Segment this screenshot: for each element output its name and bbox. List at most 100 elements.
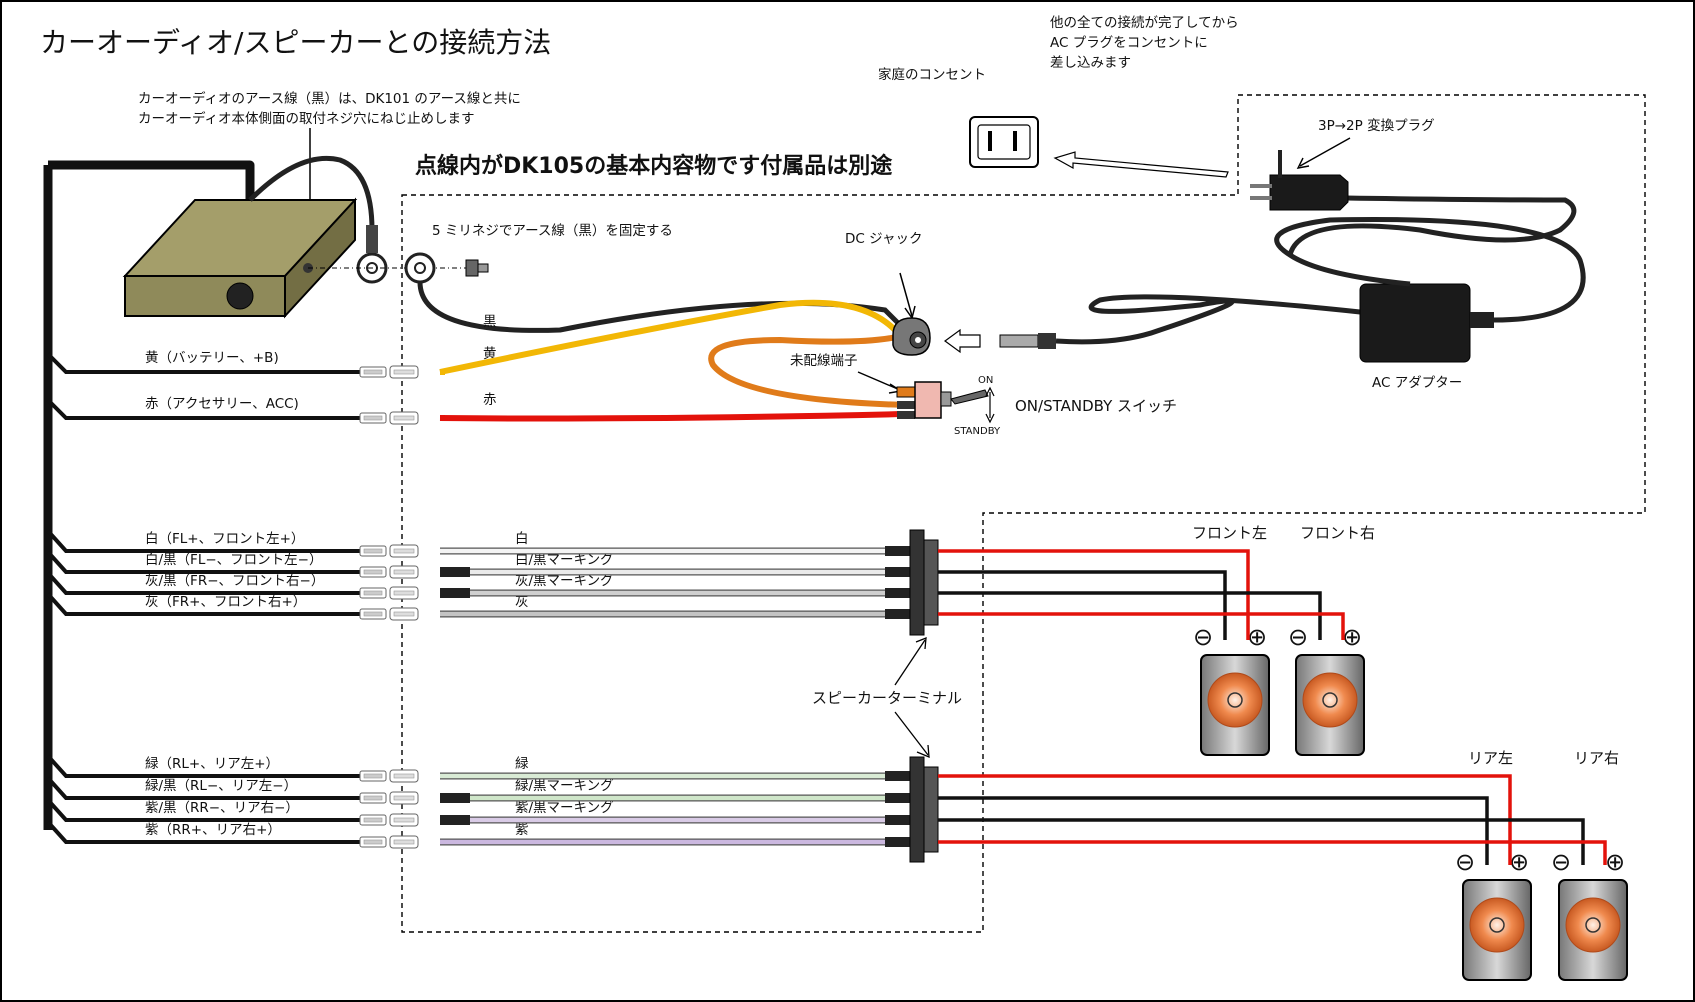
speaker-minus-icon: ⊖ — [1288, 623, 1308, 651]
speaker-terminal-rear — [909, 756, 939, 863]
rr-plus-lead — [938, 840, 1607, 865]
unit-ground-wire — [248, 155, 375, 231]
fr-minus-lead — [938, 591, 1322, 640]
speaker-terminal-label: スピーカーターミナル — [812, 689, 962, 707]
wall-outlet — [969, 116, 1039, 168]
speaker-wire-left-label: 緑（RL+、リア左+） — [145, 756, 279, 772]
speaker-wire-left-label: 白（FL+、フロント左+） — [145, 531, 304, 547]
on-standby-switch[interactable] — [896, 381, 989, 419]
harness-connector — [359, 791, 419, 805]
harness-bus — [43, 160, 255, 830]
speaker-label: フロント左 — [1192, 524, 1267, 542]
speaker-wire-right-label: 緑 — [515, 756, 529, 772]
harness-connector — [359, 835, 419, 849]
conversion-plug-pointer — [1299, 137, 1351, 167]
ac-adapter-label: AC アダプター — [1372, 375, 1462, 391]
speaker-plus-icon: ⊕ — [1605, 848, 1625, 876]
speaker-wire-left-label: 紫/黒（RR−、リア右−） — [145, 800, 299, 816]
power-branch — [46, 398, 360, 420]
speaker-wire-left-label: 緑/黒（RL−、リア左−） — [145, 778, 297, 794]
harness-connector — [359, 607, 419, 621]
ground-note-line2: カーオーディオ本体側面の取付ネジ穴にねじ止めします — [138, 110, 475, 127]
unused-terminal-label: 未配線端子 — [790, 353, 858, 369]
ground-ring-terminal-kit — [404, 252, 436, 284]
harness-connector — [359, 769, 419, 783]
harness-branch — [46, 754, 360, 778]
harness-branch — [46, 776, 360, 800]
speaker-wire-right-label: 灰/黒マーキング — [515, 573, 614, 589]
ac-adapter — [1359, 283, 1471, 363]
conversion-plug — [1250, 150, 1349, 211]
dc-jack-label: DC ジャック — [845, 231, 922, 247]
power-branch — [46, 352, 360, 374]
switch-standby-label: STANDBY — [954, 426, 1001, 437]
speaker-plus-icon: ⊕ — [1342, 623, 1362, 651]
speaker-wire-right-label: 緑/黒マーキング — [515, 778, 614, 794]
speaker-terminal-pointer-rear — [894, 711, 929, 756]
speaker-wire-left-label: 白/黒（FL−、フロント左−） — [145, 552, 322, 568]
screw-icon — [465, 259, 489, 277]
speaker-label: リア右 — [1574, 749, 1619, 767]
harness-connector — [359, 586, 419, 600]
harness-connector — [359, 813, 419, 827]
unused-terminal-pointer — [857, 371, 901, 391]
black-wire-label: 黒 — [483, 314, 497, 330]
power-wire-left-label: 黄（バッテリー、+B) — [145, 350, 279, 366]
power-wire-right-label: 赤 — [483, 392, 497, 408]
harness-branch — [46, 798, 360, 822]
yellow-wire — [439, 299, 898, 375]
harness-branch — [46, 571, 360, 595]
speaker: リア左 ⊖ ⊕ — [1455, 749, 1532, 981]
ground-note-line1: カーオーディオのアース線（黒）は、DK101 のアース線と共に — [138, 90, 521, 107]
rl-plus-lead — [938, 774, 1512, 865]
harness-connector — [359, 565, 419, 579]
conversion-plug-label: 3P→2P 変換プラグ — [1318, 117, 1435, 134]
speaker-wire-right-label: 白/黒マーキング — [515, 552, 614, 568]
speaker-terminal-pointer-front — [894, 639, 926, 686]
speaker: フロント左⊖⊕ — [1192, 524, 1270, 756]
speaker-plus-icon: ⊕ — [1509, 848, 1529, 876]
speaker-wire-left-label: 灰/黒（FR−、フロント右−） — [145, 573, 324, 589]
speaker-minus-icon: ⊖ — [1455, 848, 1475, 876]
fl-minus-lead — [938, 570, 1227, 640]
harness-branch — [46, 529, 360, 553]
speaker-wire-left-label: 紫（RR+、リア右+） — [145, 822, 281, 838]
harness-branch — [46, 550, 360, 574]
diagram-title: カーオーディオ/スピーカーとの接続方法 — [40, 26, 551, 59]
harness-connector — [359, 544, 419, 558]
speaker-label: リア左 — [1468, 749, 1513, 767]
power-connector — [359, 365, 419, 379]
dc-cable — [1055, 294, 1361, 345]
speaker-wire-left-label: 灰（FR+、フロント右+） — [145, 594, 306, 610]
dc-jack — [892, 317, 931, 356]
speaker-wire-right-label: 紫/黒マーキング — [515, 800, 614, 816]
power-connector — [359, 411, 419, 425]
dc-jack-pointer — [899, 272, 913, 317]
ac-note-line3: 差し込みます — [1050, 55, 1131, 71]
red-wire — [439, 411, 906, 422]
car-audio-unit — [122, 197, 358, 319]
fr-plus-lead — [938, 612, 1345, 640]
speaker-label: フロント右 — [1300, 524, 1375, 542]
switch-label: ON/STANDBY スイッチ — [1015, 397, 1177, 415]
kit-label: 点線内がDK105の基本内容物です付属品は別途 — [415, 153, 893, 179]
speaker-wire-right-label: 紫 — [515, 822, 529, 838]
fl-plus-lead — [938, 549, 1250, 640]
screw-label: 5 ミリネジでアース線（黒）を固定する — [432, 223, 673, 239]
switch-on-label: ON — [978, 375, 993, 386]
speaker-minus-icon: ⊖ — [1551, 848, 1571, 876]
harness-branch — [46, 820, 360, 844]
speaker-terminal-front — [909, 529, 939, 636]
dc-plug-arrow — [943, 328, 981, 354]
speaker: フロント右 ⊖ ⊕ — [1288, 524, 1375, 756]
speaker-plus-icon: ⊕ — [1247, 623, 1267, 651]
plug-in-arrow — [1053, 151, 1229, 178]
power-wire-left-label: 赤（アクセサリー、ACC) — [145, 396, 299, 412]
ac-note-line1: 他の全ての接続が完了してから — [1050, 14, 1239, 31]
ac-cable — [1274, 217, 1586, 323]
harness-branch — [46, 592, 360, 616]
speaker-wire-right-label: 灰 — [515, 594, 529, 610]
